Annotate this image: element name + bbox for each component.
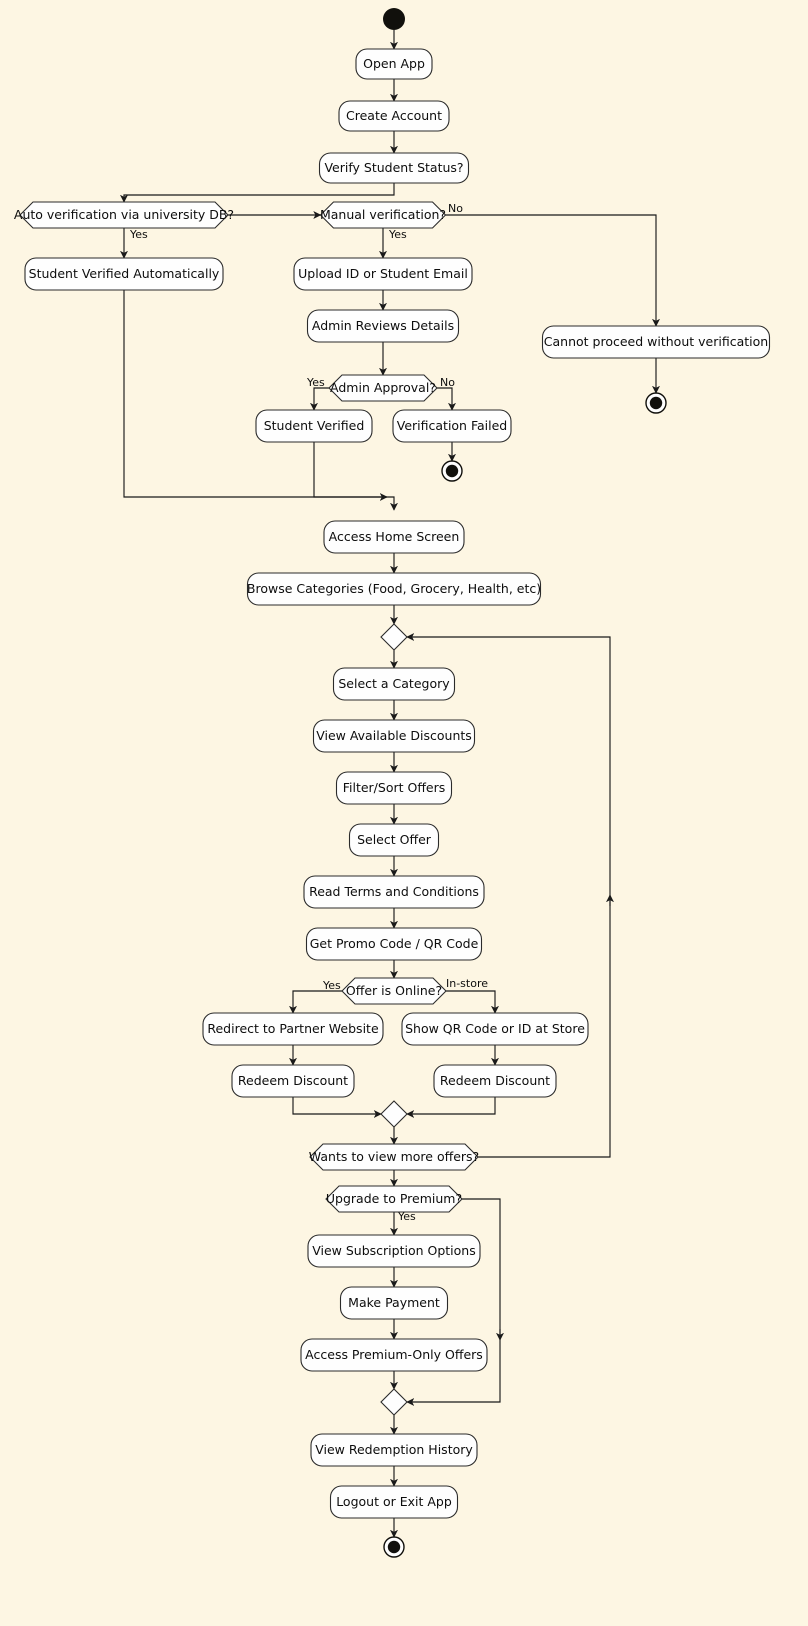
node-make-payment: Make Payment <box>339 1286 449 1320</box>
edge-offer_online-to-show_qr <box>446 990 500 1014</box>
node-label: Verification Failed <box>397 418 507 433</box>
node-label: Student Verified <box>264 418 365 433</box>
node-label: Access Home Screen <box>329 529 460 544</box>
node-label: Read Terms and Conditions <box>309 884 479 899</box>
node-label: Cannot proceed without verification <box>544 334 768 349</box>
node-label: Redeem Discount <box>440 1073 550 1088</box>
node-create-account: Create Account <box>338 100 450 132</box>
node-admin-approval: Admin Approval? <box>328 374 438 402</box>
edge-redeem_online-to-redeem_merge <box>292 1097 382 1119</box>
node-auto-verification-via-university-db: Auto verification via university DB? <box>14 201 234 229</box>
node-manual-verification: Manual verification? <box>319 201 447 229</box>
node-label: Browse Categories (Food, Grocery, Health… <box>247 581 541 596</box>
node-label: Redeem Discount <box>238 1073 348 1088</box>
edge-label-yes: Yes <box>397 1210 416 1223</box>
node-logout-or-exit-app: Logout or Exit App <box>329 1485 459 1519</box>
node-loop_merge <box>380 623 408 651</box>
node-label: Upgrade to Premium? <box>326 1191 462 1206</box>
node-start <box>383 8 405 30</box>
node-view-available-discounts: View Available Discounts <box>312 719 476 753</box>
node-label: Student Verified Automatically <box>29 266 220 281</box>
node-label: Auto verification via university DB? <box>14 207 234 222</box>
node-label: Admin Approval? <box>330 380 436 395</box>
node-admin-reviews-details: Admin Reviews Details <box>306 309 460 343</box>
edge-label-yes: Yes <box>322 979 341 992</box>
node-wants-to-view-more-offers: Wants to view more offers? <box>309 1143 479 1171</box>
edge-label-yes: Yes <box>129 228 148 241</box>
node-offer-is-online: Offer is Online? <box>341 977 447 1005</box>
node-open-app: Open App <box>355 48 433 80</box>
node-end_no_verify <box>645 392 667 414</box>
node-student-verified: Student Verified <box>255 409 373 443</box>
node-upgrade-to-premium: Upgrade to Premium? <box>325 1185 463 1213</box>
node-redirect-to-partner-website: Redirect to Partner Website <box>202 1012 384 1046</box>
edge-label-yes: Yes <box>388 228 407 241</box>
node-label: Create Account <box>346 108 442 123</box>
node-label: Filter/Sort Offers <box>343 780 446 795</box>
edges-layer <box>119 30 661 1538</box>
node-filter-sort-offers: Filter/Sort Offers <box>335 771 453 805</box>
node-label: Open App <box>363 56 425 71</box>
edge-label-yes: Yes <box>306 376 325 389</box>
node-student-verified-automatically: Student Verified Automatically <box>24 257 224 291</box>
edge-label-in-store: In-store <box>446 977 488 990</box>
edge-admin_approval-to-student_verified <box>309 387 329 411</box>
node-browse-categories-food-grocery-health-etc: Browse Categories (Food, Grocery, Health… <box>247 572 541 606</box>
edge-label-no: No <box>448 202 463 215</box>
node-select-offer: Select Offer <box>348 823 440 857</box>
node-upload-id-or-student-email: Upload ID or Student Email <box>293 257 473 291</box>
node-label: Redirect to Partner Website <box>207 1021 379 1036</box>
edge-label-no: No <box>440 376 455 389</box>
edge-upgrade_prem-to-premium_merge <box>406 1198 501 1407</box>
node-verification-failed: Verification Failed <box>392 409 512 443</box>
edge-auto_verified-to-home_screen <box>123 290 388 502</box>
node-end_final <box>383 1536 405 1558</box>
node-access-home-screen: Access Home Screen <box>323 520 465 554</box>
node-redeem-discount: Redeem Discount <box>433 1064 557 1098</box>
node-label: Get Promo Code / QR Code <box>310 936 479 951</box>
node-label: View Redemption History <box>315 1442 473 1457</box>
node-label: Show QR Code or ID at Store <box>405 1021 585 1036</box>
edge-manual_verify-to-cannot_proceed <box>445 214 661 327</box>
node-cannot-proceed-without-verification: Cannot proceed without verification <box>541 325 771 359</box>
node-end_failed <box>441 460 463 482</box>
edge-verify_status-to-auto_verify <box>119 183 395 203</box>
node-view-subscription-options: View Subscription Options <box>307 1234 481 1268</box>
node-label: Access Premium-Only Offers <box>305 1347 483 1362</box>
node-label: Offer is Online? <box>346 983 442 998</box>
node-redeem-discount: Redeem Discount <box>231 1064 355 1098</box>
node-label: View Subscription Options <box>312 1243 476 1258</box>
edge-offer_online-to-redirect_site <box>288 990 342 1014</box>
node-label: Make Payment <box>348 1295 440 1310</box>
node-view-redemption-history: View Redemption History <box>310 1433 478 1467</box>
node-show-qr-code-or-id-at-store: Show QR Code or ID at Store <box>401 1012 589 1046</box>
node-select-a-category: Select a Category <box>332 667 456 701</box>
node-label: Wants to view more offers? <box>309 1149 479 1164</box>
node-read-terms-and-conditions: Read Terms and Conditions <box>303 875 485 909</box>
node-redeem_merge <box>380 1100 408 1128</box>
node-label: Select a Category <box>338 676 450 691</box>
node-premium_merge <box>380 1388 408 1416</box>
node-label: Logout or Exit App <box>336 1494 452 1509</box>
node-verify-student-status: Verify Student Status? <box>318 152 470 184</box>
edge-redeem_store-to-redeem_merge <box>406 1097 496 1119</box>
node-get-promo-code-qr-code: Get Promo Code / QR Code <box>305 927 483 961</box>
node-label: Admin Reviews Details <box>312 318 454 333</box>
node-label: Select Offer <box>357 832 432 847</box>
node-access-premium-only-offers: Access Premium-Only Offers <box>300 1338 488 1372</box>
node-label: View Available Discounts <box>316 728 472 743</box>
node-label: Manual verification? <box>320 207 446 222</box>
node-label: Upload ID or Student Email <box>298 266 468 281</box>
edge-admin_approval-to-verify_failed <box>437 387 457 411</box>
node-label: Verify Student Status? <box>324 160 463 175</box>
